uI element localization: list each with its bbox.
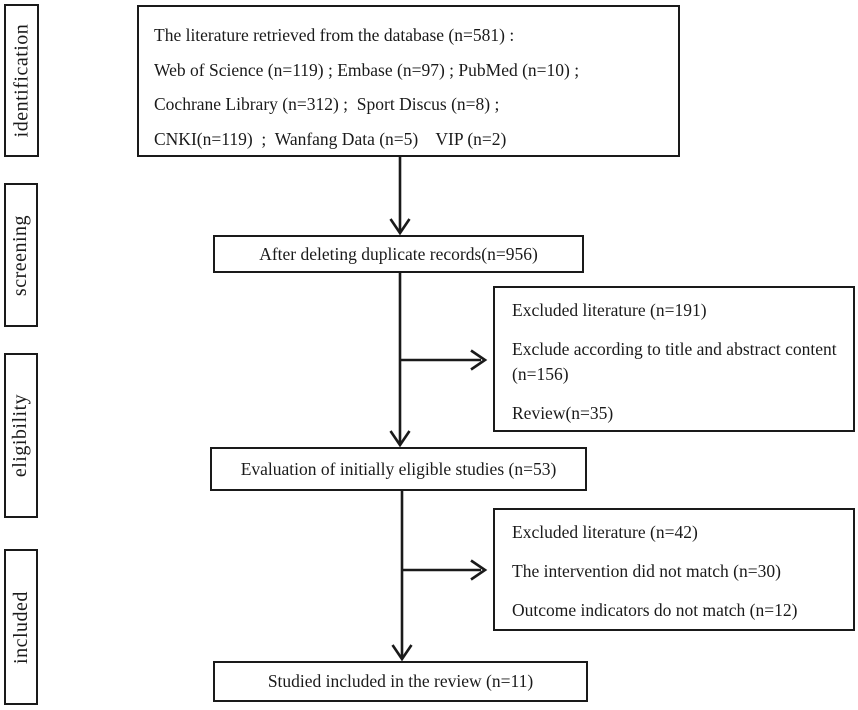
identified-line-databases-3: CNKI(n=119) ; Wanfang Data (n=5) VIP (n=… bbox=[154, 128, 507, 149]
eligibility-excluded-total: Excluded literature (n=42) bbox=[512, 522, 698, 542]
box-eligibility-evaluation: Evaluation of initially eligible studies… bbox=[210, 447, 587, 491]
stage-label-included-text: included bbox=[9, 590, 32, 664]
screening-excluded-total: Excluded literature (n=191) bbox=[512, 300, 707, 320]
identified-line-databases-2: Cochrane Library (n=312) ; Sport Discus … bbox=[154, 94, 500, 114]
deduplicated-text: After deleting duplicate records(n=956) bbox=[259, 243, 538, 264]
stage-label-eligibility-text: eligibility bbox=[9, 393, 32, 478]
box-after-deduplication: After deleting duplicate records(n=956) bbox=[213, 235, 584, 273]
stage-label-identification-text: identification bbox=[10, 23, 33, 138]
screening-excluded-reason-review: Review(n=35) bbox=[512, 403, 614, 423]
arrow-branch-screening-excluded-head bbox=[470, 349, 488, 371]
arrow-identified-to-dedup-head bbox=[389, 218, 411, 236]
box-eligibility-excluded: Excluded literature (n=42) The intervent… bbox=[493, 508, 855, 631]
stage-label-eligibility: eligibility bbox=[4, 353, 38, 518]
stage-label-screening-text: screening bbox=[9, 214, 32, 296]
box-screening-excluded: Excluded literature (n=191) Exclude acco… bbox=[493, 286, 855, 432]
identified-line-total: The literature retrieved from the databa… bbox=[154, 25, 515, 45]
identified-line-databases-1: Web of Science (n=119) ; Embase (n=97) ;… bbox=[154, 59, 580, 80]
arrow-dedup-to-eligibility-head bbox=[389, 430, 411, 448]
screening-excluded-reason-title-abstract: Exclude according to title and abstract … bbox=[512, 339, 841, 384]
box-records-identified: The literature retrieved from the databa… bbox=[137, 5, 680, 157]
arrow-branch-eligibility-excluded-head bbox=[470, 559, 488, 581]
stage-label-included: included bbox=[4, 549, 38, 705]
arrow-eligibility-to-included-head bbox=[391, 644, 413, 662]
eligibility-excluded-reason-intervention: The intervention did not match (n=30) bbox=[512, 561, 781, 581]
box-studies-included: Studied included in the review (n=11) bbox=[213, 661, 588, 702]
stage-label-identification: identification bbox=[4, 4, 39, 157]
eligibility-excluded-reason-outcome: Outcome indicators do not match (n=12) bbox=[512, 600, 798, 620]
stage-label-screening: screening bbox=[4, 183, 38, 327]
included-text: Studied included in the review (n=11) bbox=[267, 671, 534, 691]
eligibility-text: Evaluation of initially eligible studies… bbox=[240, 458, 557, 479]
